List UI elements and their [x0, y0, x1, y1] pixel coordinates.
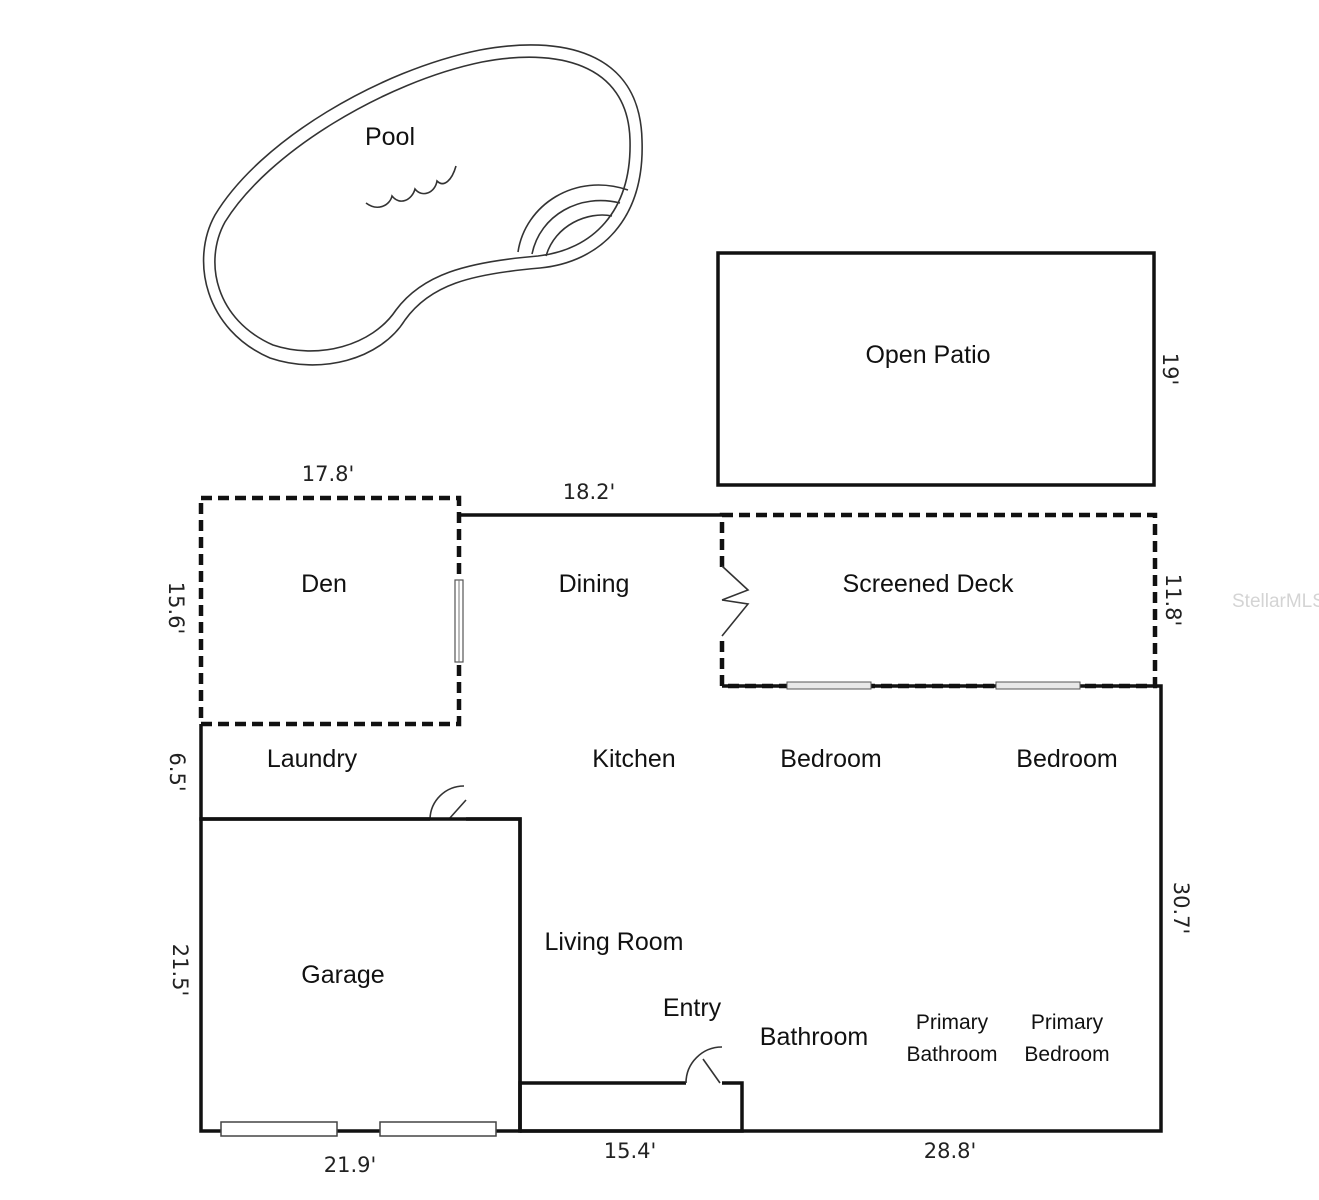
open-patio — [716, 251, 1156, 487]
living-room-label: Living Room — [545, 928, 684, 956]
garage-width-dimension: 21.9' — [324, 1153, 377, 1177]
main-width-dimension: 28.8' — [924, 1139, 977, 1163]
dining-width-dimension: 18.2' — [563, 480, 616, 504]
garage-height-dimension: 21.5' — [168, 944, 192, 997]
deck-french-door — [719, 565, 750, 637]
bedroom-label: Bedroom — [1016, 745, 1117, 773]
pool-steps-outer — [517, 184, 629, 253]
kitchen-label: Kitchen — [592, 745, 675, 773]
pool-label: Pool — [365, 123, 415, 151]
pool-water-icon — [365, 165, 457, 208]
main-height-dimension: 30.7' — [1169, 882, 1193, 935]
watermark: StellarMLS — [1232, 591, 1319, 612]
garage-door-right — [379, 1121, 497, 1137]
bathroom-label: Bathroom — [760, 1023, 868, 1051]
entry-porch — [518, 1081, 744, 1133]
primary-bedroom-label-line2: Bedroom — [1024, 1043, 1109, 1066]
entry-door — [685, 1046, 723, 1086]
bedroom-label: Bedroom — [780, 745, 881, 773]
garage-label: Garage — [301, 961, 384, 989]
patio-height-dimension: 19' — [1158, 353, 1182, 386]
laundry-label: Laundry — [267, 745, 358, 773]
pool-outer-edge — [202, 44, 643, 366]
pool-inner-edge — [214, 56, 631, 352]
primary-bathroom-label-line2: Bathroom — [906, 1043, 997, 1066]
pool-steps-inner — [545, 214, 613, 257]
laundry-door — [429, 785, 467, 822]
deck-sliding-door-left — [786, 681, 872, 690]
deck-height-dimension: 11.8' — [1161, 574, 1185, 627]
den-width-dimension: 17.8' — [302, 462, 355, 486]
garage — [199, 817, 522, 1133]
deck-sliding-door-right — [995, 681, 1081, 690]
garage-door-left — [220, 1121, 338, 1137]
screened-deck-label: Screened Deck — [843, 570, 1014, 598]
pool-steps-middle — [531, 199, 621, 255]
den-height-dimension: 15.6' — [164, 582, 188, 635]
entry-width-dimension: 15.4' — [604, 1139, 657, 1163]
primary-bathroom-label-line1: Primary — [916, 1011, 989, 1034]
dining-label: Dining — [559, 570, 630, 598]
laundry-height-dimension: 6.5' — [165, 752, 189, 791]
pool: Pool — [202, 44, 643, 366]
screened-deck — [719, 512, 1158, 689]
main-house-outline — [199, 513, 1163, 1133]
entry-label: Entry — [663, 994, 722, 1022]
den — [198, 495, 462, 727]
open-patio-label: Open Patio — [865, 341, 990, 369]
den-label: Den — [301, 570, 347, 598]
primary-bedroom-label-line1: Primary — [1031, 1011, 1104, 1034]
